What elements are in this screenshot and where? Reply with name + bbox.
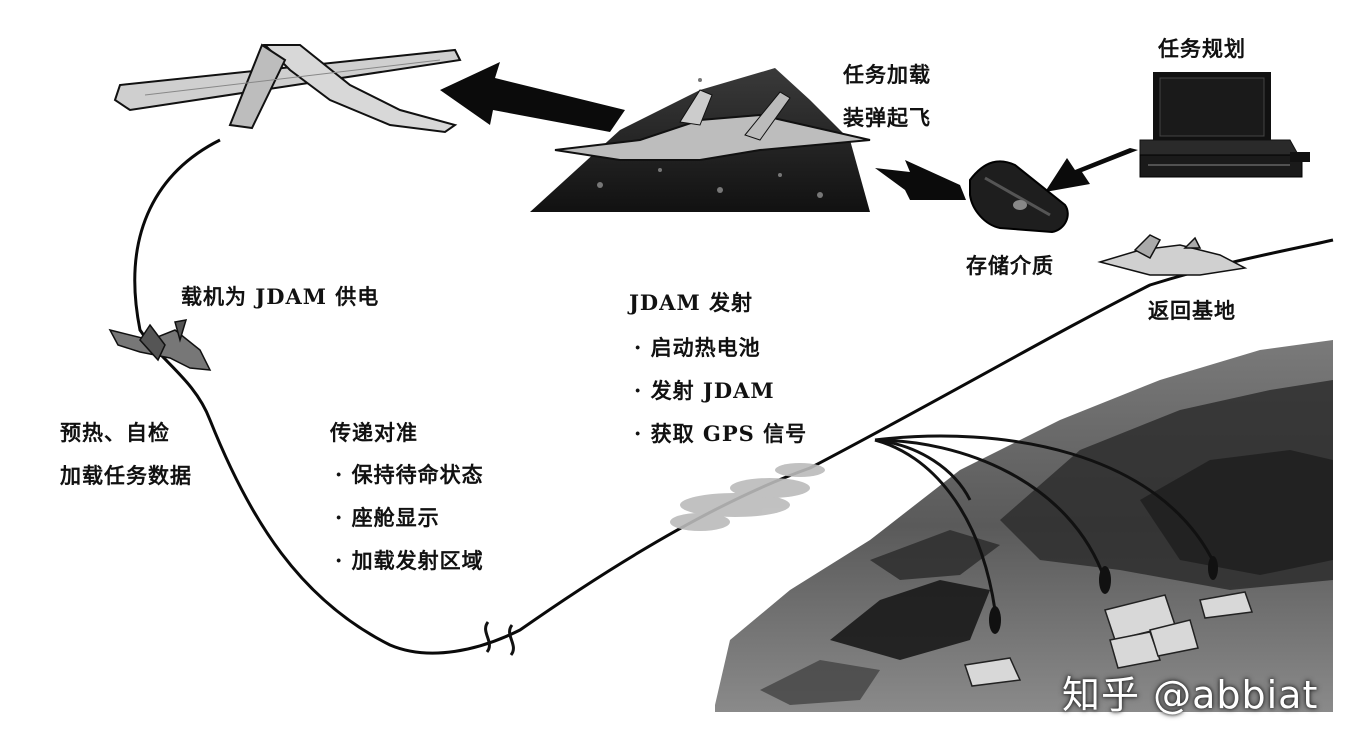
laptop-icon xyxy=(1139,72,1310,178)
transfer-item: 加载发射区域 xyxy=(333,548,484,573)
path-break-marks xyxy=(484,621,515,656)
launch-item: 启动热电池 xyxy=(632,335,807,360)
label-storage-medium: 存储介质 xyxy=(966,253,1054,278)
takeoff-line-1: 任务加载 xyxy=(843,62,931,87)
transfer-item: 座舱显示 xyxy=(333,505,484,530)
flying-aircraft-icon xyxy=(113,43,462,134)
label-power: 载机为 JDAM 供电 xyxy=(181,284,380,309)
launch-item: 获取 GPS 信号 xyxy=(632,421,807,446)
terrain-target-area xyxy=(715,340,1333,712)
label-takeoff: 任务加载 装弹起飞 xyxy=(843,62,931,148)
return-aircraft-icon xyxy=(1097,234,1248,276)
takeoff-line-2: 装弹起飞 xyxy=(843,105,931,131)
aircraft-power-icon xyxy=(108,319,212,371)
transfer-item: 保持待命状态 xyxy=(333,462,484,487)
label-return-base: 返回基地 xyxy=(1148,298,1236,323)
transfer-list: 保持待命状态 座舱显示 加载发射区域 xyxy=(333,462,484,592)
preheat-line-2: 加载任务数据 xyxy=(60,463,192,489)
label-mission-planning: 任务规划 xyxy=(1158,36,1246,61)
aircraft-on-ground-icon xyxy=(530,68,871,212)
preheat-line-1: 预热、自检 xyxy=(60,420,170,445)
transfer-title: 传递对准 xyxy=(330,420,418,445)
watermark: 知乎 @abbiat xyxy=(1062,673,1319,717)
launch-list: 启动热电池 发射 JDAM 获取 GPS 信号 xyxy=(632,335,807,465)
launch-title: JDAM 发射 xyxy=(629,290,753,315)
launch-item: 发射 JDAM xyxy=(632,378,807,403)
launch-smoke xyxy=(670,463,825,531)
label-preheat: 预热、自检 加载任务数据 xyxy=(60,420,192,506)
storage-device-icon xyxy=(969,160,1069,234)
arrow-icon xyxy=(440,62,1138,200)
